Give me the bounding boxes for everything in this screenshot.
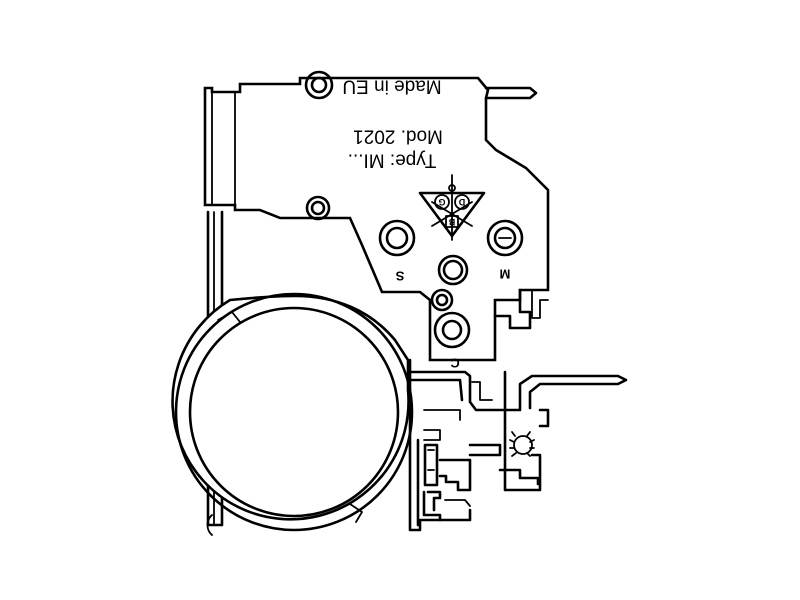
terminal-m-label: M [500,267,511,282]
right-arm [498,370,628,492]
mounting-hole-middle [305,195,331,221]
terminal-s [378,219,416,257]
made-in-label: Made in EU [342,76,441,97]
terminal-m [486,219,524,257]
right-tabs [493,288,549,330]
round-coil [171,292,414,532]
mark-b-label: B [448,217,455,227]
mark-d-label: D [458,197,465,207]
terminal-center [437,254,469,286]
type-label: Type: MI... [348,150,437,171]
mark-g-label: G [438,197,445,207]
terminal-c [430,288,471,349]
model-label: Mod. 2021 [353,126,443,147]
terminal-c-label: C [450,356,460,371]
certification-mark [418,174,486,241]
terminal-s-label: S [395,269,404,284]
lower-housing [408,358,507,532]
mounting-hole-top [304,70,334,100]
printed-text: Made in EU Mod. 2021 Type: MI... S M C B… [342,76,510,371]
top-right-prong [484,86,538,100]
